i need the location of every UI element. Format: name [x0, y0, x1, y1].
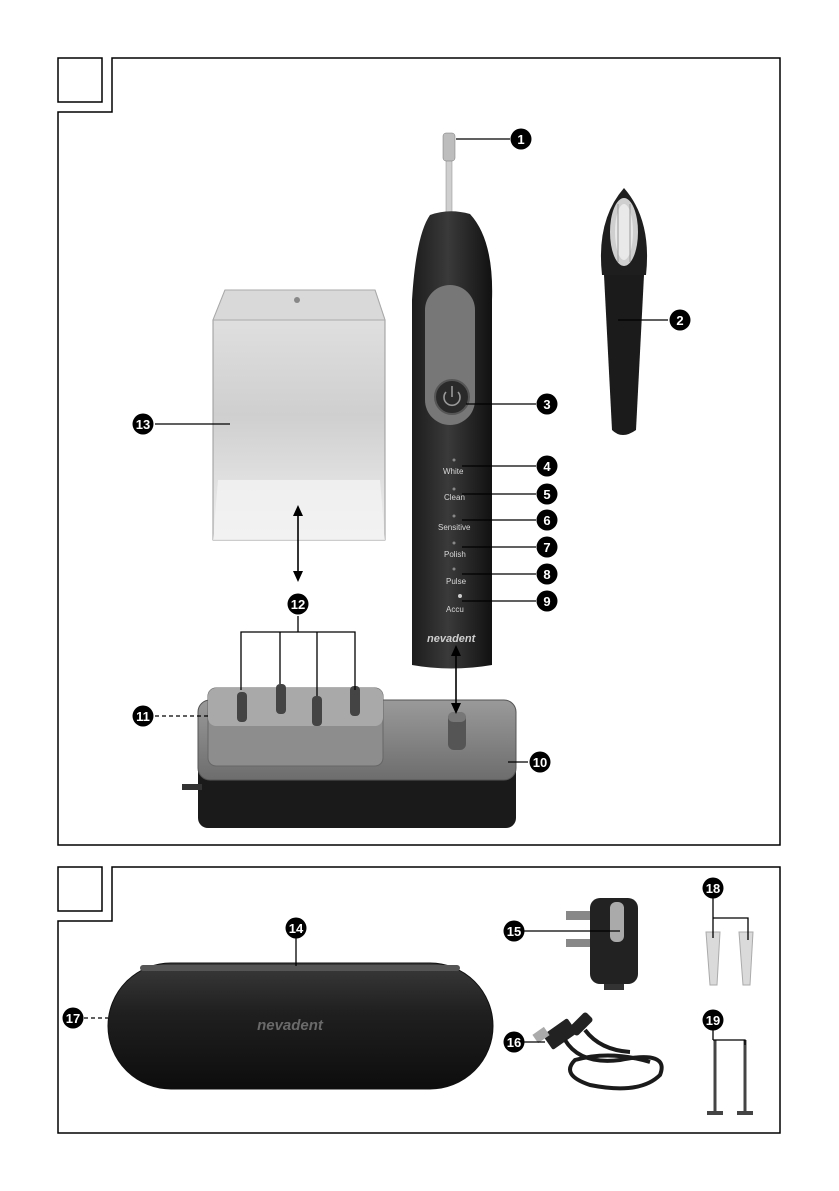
- svg-text:10: 10: [533, 755, 547, 770]
- wall-plugs-image: [706, 932, 753, 985]
- svg-text:17: 17: [66, 1011, 80, 1026]
- callout-12: 12: [288, 594, 309, 615]
- callout-17: 17: [63, 1008, 84, 1029]
- callout-4: 4: [537, 456, 558, 477]
- callout-15: 15: [504, 921, 525, 942]
- svg-text:16: 16: [507, 1035, 521, 1050]
- svg-text:19: 19: [706, 1013, 720, 1028]
- handle-brand-logo: nevadent: [427, 633, 477, 645]
- callout-16: 16: [504, 1032, 525, 1053]
- charging-base-image: [182, 684, 516, 828]
- button-label-accu: Accu: [446, 605, 464, 614]
- svg-text:13: 13: [136, 417, 150, 432]
- svg-text:2: 2: [676, 313, 683, 328]
- button-label-clean: Clean: [444, 493, 465, 502]
- travel-case-image: nevadent: [108, 963, 493, 1089]
- callout-2: 2: [670, 310, 691, 331]
- screws-image: [707, 1040, 753, 1113]
- callout-19: 19: [703, 1010, 724, 1031]
- case-brand-logo: nevadent: [257, 1017, 324, 1034]
- svg-text:8: 8: [543, 567, 550, 582]
- svg-text:3: 3: [543, 397, 550, 412]
- svg-text:6: 6: [543, 513, 550, 528]
- brush-head-image: [601, 188, 647, 435]
- svg-text:9: 9: [543, 594, 550, 609]
- plug-adapter-image: [566, 898, 638, 990]
- toothbrush-cover-image: [213, 290, 385, 540]
- svg-text:1: 1: [517, 132, 524, 147]
- callout-5: 5: [537, 484, 558, 505]
- callout-1: 1: [511, 129, 532, 150]
- svg-text:15: 15: [507, 924, 521, 939]
- callout-14: 14: [286, 918, 307, 939]
- svg-text:5: 5: [543, 487, 550, 502]
- callout-11: 11: [133, 706, 154, 727]
- callout-3: 3: [537, 394, 558, 415]
- button-label-white: White: [443, 467, 464, 476]
- usb-cable-image: [532, 1011, 661, 1088]
- svg-text:18: 18: [706, 881, 720, 896]
- callout-10: 10: [530, 752, 551, 773]
- callout-6: 6: [537, 510, 558, 531]
- callout-9: 9: [537, 591, 558, 612]
- figure-a-label-box: [58, 58, 102, 102]
- svg-text:14: 14: [289, 921, 304, 936]
- button-label-pulse: Pulse: [446, 577, 467, 586]
- callout-8: 8: [537, 564, 558, 585]
- toothbrush-handle-image: White Clean Sensitive Polish Pulse Accu …: [412, 133, 492, 669]
- callout-7: 7: [537, 537, 558, 558]
- svg-text:12: 12: [291, 597, 305, 612]
- button-label-polish: Polish: [444, 550, 466, 559]
- svg-text:7: 7: [543, 540, 550, 555]
- figure-b-label-box: [58, 867, 102, 911]
- svg-text:4: 4: [543, 459, 551, 474]
- button-label-sensitive: Sensitive: [438, 523, 471, 532]
- svg-text:11: 11: [136, 709, 150, 724]
- callout-18: 18: [703, 878, 724, 899]
- callout-13: 13: [133, 414, 154, 435]
